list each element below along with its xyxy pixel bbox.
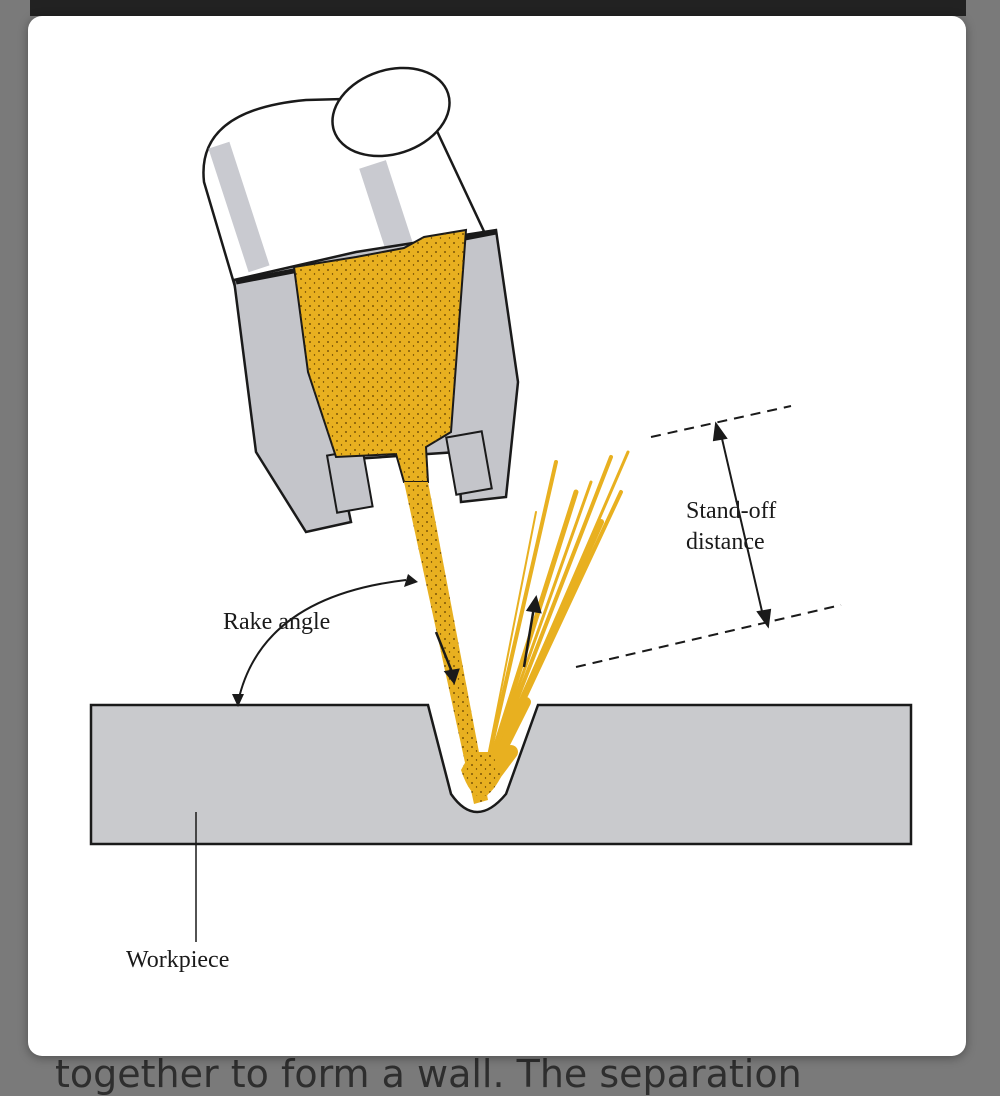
background-article-text: together to form a wall. The separation xyxy=(55,1052,802,1096)
tube-end xyxy=(331,66,451,158)
standoff-dimension xyxy=(575,405,842,668)
incoming-jet-dots xyxy=(404,482,488,804)
standoff-distance-label: Stand-off distance xyxy=(686,498,777,555)
rake-angle-label: Rake angle xyxy=(223,609,331,635)
window-top-bar xyxy=(30,0,966,16)
tube-shade-left xyxy=(208,141,270,273)
abrasive-chamber-dots xyxy=(294,230,466,482)
nozzle-inner-right xyxy=(445,430,493,496)
workpiece-slab xyxy=(89,703,913,846)
workpiece-label: Workpiece xyxy=(126,947,230,973)
kerf-bottom-dots xyxy=(461,752,501,797)
rake-angle-arc xyxy=(237,579,407,703)
rake-arrow-bottom xyxy=(232,694,244,707)
rake-arrow-top xyxy=(404,574,418,587)
flow-arrows xyxy=(434,595,542,685)
tube-shade-right xyxy=(359,160,417,264)
abrasive-jet-diagram: Stand-off distance Rake angle Workpiece xyxy=(56,52,939,1018)
diagram-svg xyxy=(89,66,913,942)
